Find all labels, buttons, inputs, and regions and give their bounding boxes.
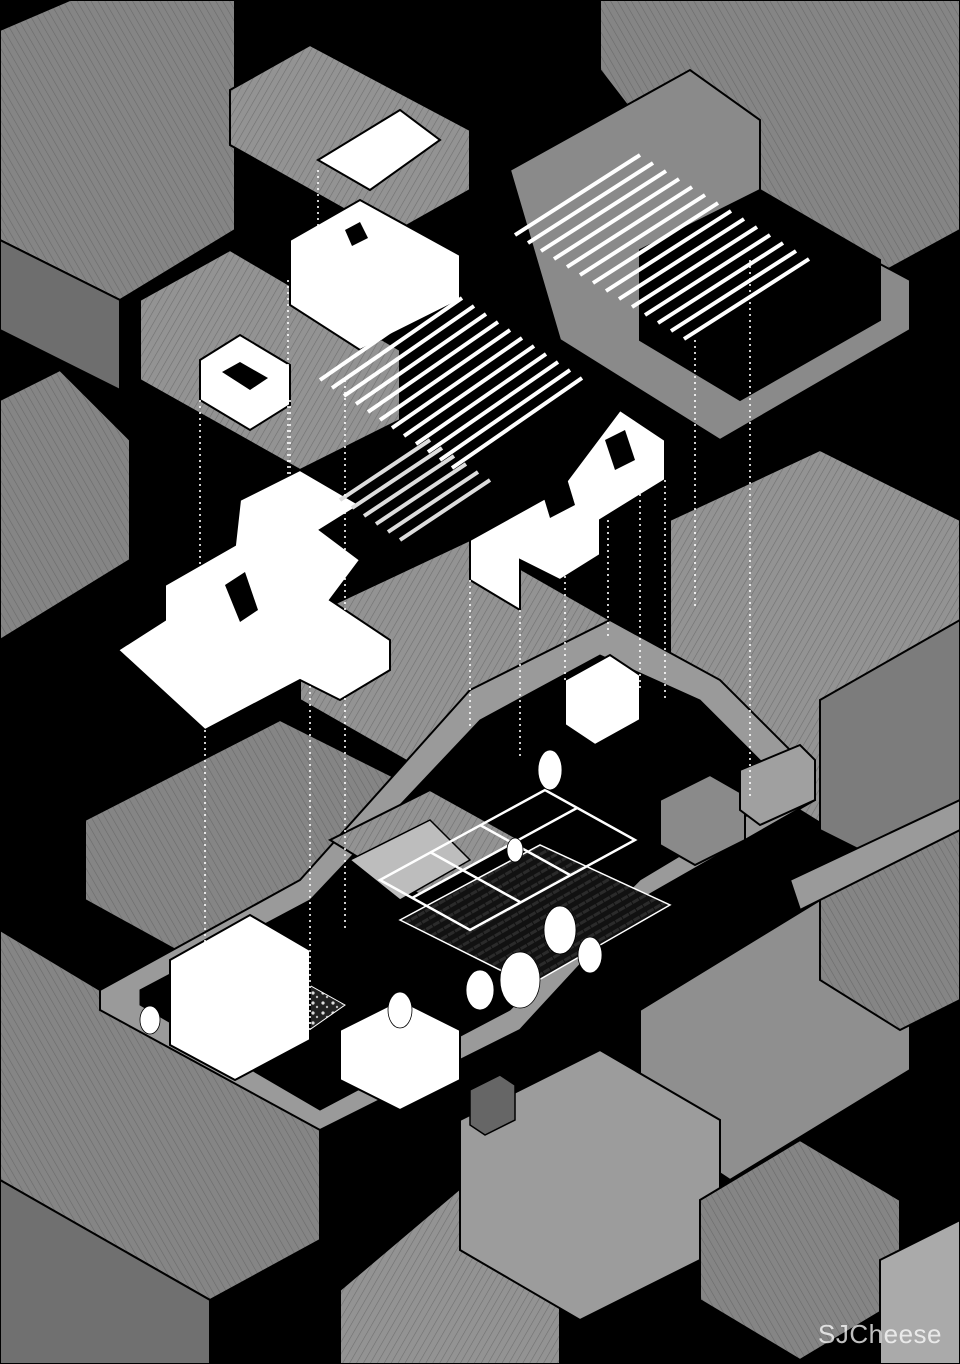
fern-plants <box>139 749 603 1035</box>
pavilion-top-opening <box>345 222 368 246</box>
roof-lower-left-side <box>0 1178 211 1364</box>
fern-plant-icon <box>465 969 495 1011</box>
courtyard-paving <box>398 844 672 986</box>
roof-left-mid <box>0 368 131 642</box>
kitchen-block <box>169 913 311 1082</box>
leader-lines <box>199 170 751 1030</box>
roof-bottom-far-right <box>879 1218 960 1364</box>
small-box-void <box>222 362 268 390</box>
timber-frame-left <box>318 288 584 470</box>
timber-frame-left-lower <box>338 438 492 542</box>
large-slab-opening <box>225 572 258 622</box>
fern-plant-icon <box>537 749 563 791</box>
lane-wall-right <box>788 798 960 912</box>
courtyard-house <box>99 618 817 1136</box>
rear-brick-wall <box>659 773 746 867</box>
pavilion-rear-box <box>564 653 641 747</box>
fern-plant-icon <box>577 936 603 974</box>
roof-top-left <box>0 0 236 302</box>
fern-plant-icon <box>506 837 524 863</box>
right-slab-opening-2 <box>605 430 635 470</box>
roof-right-courtyard-void <box>639 188 881 402</box>
timber-roof-frames <box>318 153 811 542</box>
watermark-logo: SJCheese <box>818 1319 942 1349</box>
fern-plant-icon <box>499 951 541 1009</box>
fern-plant-icon <box>387 991 413 1029</box>
gable-rooms-right <box>739 743 816 827</box>
brick-gate <box>469 1074 516 1136</box>
pavilion-top-roof <box>316 108 442 192</box>
roof-top-left-side <box>0 238 121 392</box>
timber-frame-right <box>513 153 811 341</box>
right-slab-opening <box>540 472 575 518</box>
courtyard-pergola <box>377 788 638 932</box>
fern-plant-icon <box>139 1005 161 1035</box>
fern-plant-icon <box>543 905 577 955</box>
right-slab <box>469 408 666 612</box>
